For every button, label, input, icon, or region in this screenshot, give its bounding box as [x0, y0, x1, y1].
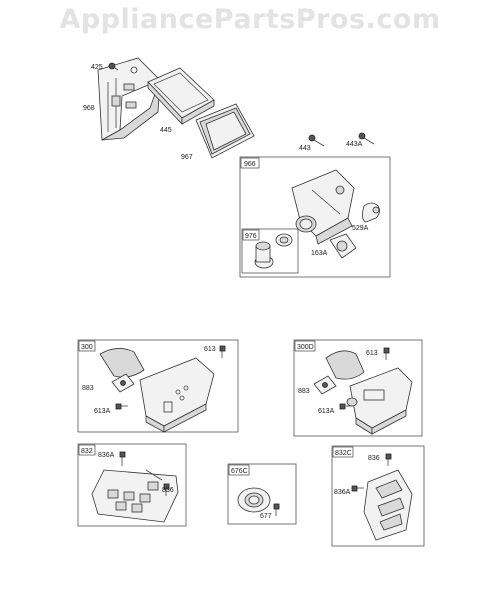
label-967: 967: [181, 154, 193, 161]
tag-300: [78, 340, 96, 352]
label-300d: 300D: [297, 344, 314, 351]
label-836-right: 836: [368, 455, 380, 462]
muffler-300[interactable]: [99, 348, 215, 433]
screw-836a-left[interactable]: [119, 451, 126, 466]
label-613-right: 613: [366, 350, 378, 357]
box-676c: [227, 463, 297, 525]
tag-676c: [228, 464, 250, 476]
label-443a: 443A: [346, 141, 363, 148]
label-883-left: 883: [82, 385, 94, 392]
air-filter-445[interactable]: [147, 67, 215, 126]
label-676c: 676C: [231, 468, 248, 475]
tag-832c: [332, 446, 354, 458]
label-677: 677: [260, 513, 272, 520]
screw-425[interactable]: [108, 62, 119, 71]
box-300: [77, 339, 239, 433]
screw-836a-right[interactable]: [351, 485, 364, 492]
tag-300d: [294, 340, 316, 352]
muffler-300d[interactable]: [325, 350, 413, 435]
label-613-left: 613: [204, 346, 216, 353]
pre-cleaner-967[interactable]: [195, 103, 255, 159]
label-613a-left: 613A: [94, 408, 111, 415]
air-cleaner-base-968[interactable]: [97, 57, 161, 141]
label-966: 966: [244, 161, 256, 168]
watermark-logo: AppliancePartsPros.com: [59, 4, 441, 35]
label-968: 968: [83, 105, 95, 112]
screw-836-left[interactable]: [163, 483, 170, 496]
label-832c: 832C: [335, 450, 352, 457]
gasket-883-left[interactable]: [111, 373, 135, 393]
screw-613a-right[interactable]: [339, 403, 352, 410]
label-163a: 163A: [311, 250, 328, 257]
gasket-883-right[interactable]: [313, 375, 337, 395]
label-836-left: 836: [162, 487, 174, 494]
gasket-163a[interactable]: [329, 233, 357, 259]
screw-677[interactable]: [273, 503, 280, 516]
screw-613-left[interactable]: [219, 345, 226, 358]
screw-443[interactable]: [308, 134, 325, 147]
muffler-guard-832c[interactable]: [363, 469, 413, 541]
box-832: [77, 443, 187, 527]
label-883-right: 883: [298, 388, 310, 395]
label-836a-left: 836A: [98, 452, 115, 459]
screw-443a[interactable]: [358, 132, 375, 145]
deflector-676c[interactable]: [237, 487, 271, 513]
adapter-976[interactable]: [254, 233, 293, 269]
label-613a-right: 613A: [318, 408, 335, 415]
label-836a-right: 836A: [334, 489, 351, 496]
label-445: 445: [160, 127, 172, 134]
label-300: 300: [81, 344, 93, 351]
screw-836-right[interactable]: [385, 453, 392, 466]
label-443: 443: [299, 145, 311, 152]
label-832: 832: [81, 448, 93, 455]
tag-832: [78, 444, 96, 456]
tag-976: [242, 229, 260, 241]
intake-elbow-966[interactable]: [291, 169, 355, 245]
box-832c: [331, 445, 425, 547]
screw-613a-left[interactable]: [115, 403, 128, 410]
label-529a: 529A: [352, 225, 369, 232]
tag-966: [240, 157, 260, 169]
screw-613-right[interactable]: [383, 347, 390, 360]
box-966: [239, 156, 391, 278]
hose-529a[interactable]: [362, 202, 380, 223]
box-976: [241, 228, 299, 274]
label-425: 425: [91, 64, 103, 71]
muffler-guard-832[interactable]: [91, 469, 179, 523]
label-976: 976: [245, 233, 257, 240]
box-300d: [293, 339, 423, 437]
